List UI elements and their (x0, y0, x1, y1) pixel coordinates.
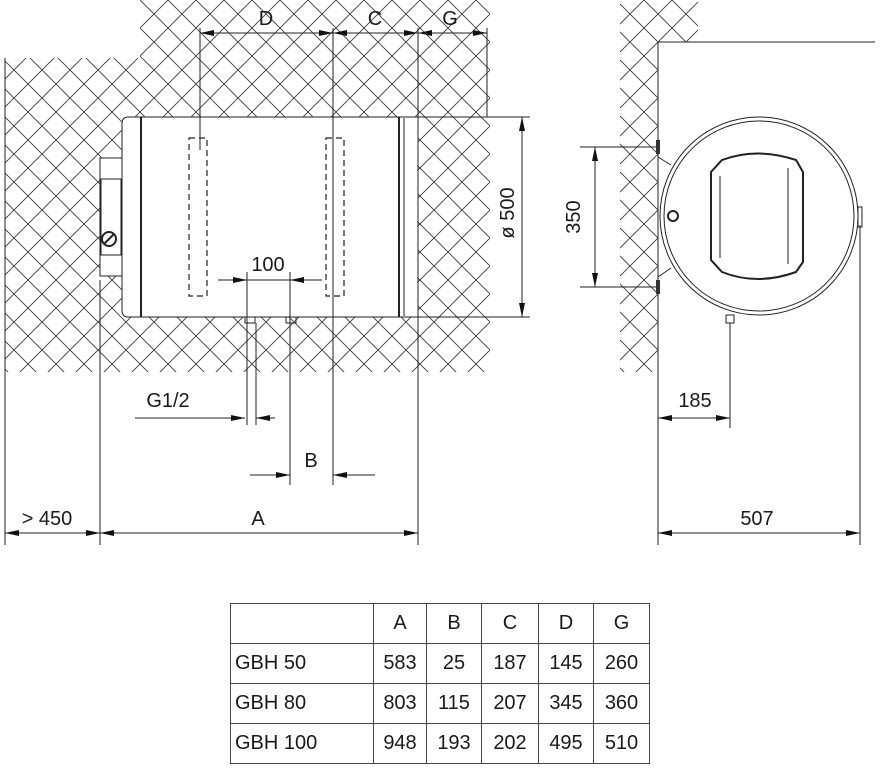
wall-hatching-side (620, 0, 875, 545)
table-header: D (538, 603, 594, 644)
table-header: A (373, 603, 427, 644)
table-cell: 495 (538, 723, 594, 764)
model-cell: GBH 50 (230, 643, 374, 684)
table-row: GBH 50 583 25 187 145 260 (230, 643, 650, 684)
label-clearance: > 450 (22, 508, 73, 530)
label-b: B (304, 450, 317, 472)
table-cell: 187 (481, 643, 539, 684)
table-cell: 803 (373, 683, 427, 724)
label-depth: 507 (740, 508, 773, 530)
table-cell: 202 (481, 723, 539, 764)
label-thread: G1/2 (146, 390, 189, 412)
dimension-lines-front (5, 28, 530, 545)
dimension-lines-side (580, 146, 861, 545)
model-cell: GBH 100 (230, 723, 374, 764)
table-header: C (481, 603, 539, 644)
table-header: G (593, 603, 650, 644)
dimension-table: A B C D G GBH 50 583 25 187 145 260 GBH … (230, 603, 650, 764)
table-cell: 207 (481, 683, 539, 724)
table-cell: 25 (426, 643, 482, 684)
table-cell: 145 (538, 643, 594, 684)
wall-hatching-front (4, 0, 490, 545)
table-cell: 193 (426, 723, 482, 764)
table-header-row: A B C D G (230, 603, 650, 644)
bracket-left (188, 137, 208, 297)
table-cell: 260 (593, 643, 650, 684)
bracket-right (325, 137, 345, 297)
label-d: D (259, 8, 273, 30)
label-diameter: ø 500 (497, 187, 519, 238)
label-c: C (368, 8, 382, 30)
table-cell: 115 (426, 683, 482, 724)
table-cell: 510 (593, 723, 650, 764)
model-cell: GBH 80 (230, 683, 374, 724)
table-cell: 345 (538, 683, 594, 724)
table-cell: 948 (373, 723, 427, 764)
label-a: A (251, 508, 265, 530)
table-header: B (426, 603, 482, 644)
tank-side-view (656, 116, 863, 324)
table-header (230, 603, 374, 644)
table-row: GBH 80 803 115 207 345 360 (230, 683, 650, 724)
table-row: GBH 100 948 193 202 495 510 (230, 723, 650, 764)
label-bracket: 350 (563, 200, 585, 233)
label-outlet-offset: 185 (678, 390, 711, 412)
table-cell: 360 (593, 683, 650, 724)
label-g: G (442, 8, 458, 30)
table-cell: 583 (373, 643, 427, 684)
thermostat-knob-icon (101, 231, 117, 247)
label-spacing: 100 (251, 254, 284, 276)
tank-front-view (99, 116, 419, 324)
